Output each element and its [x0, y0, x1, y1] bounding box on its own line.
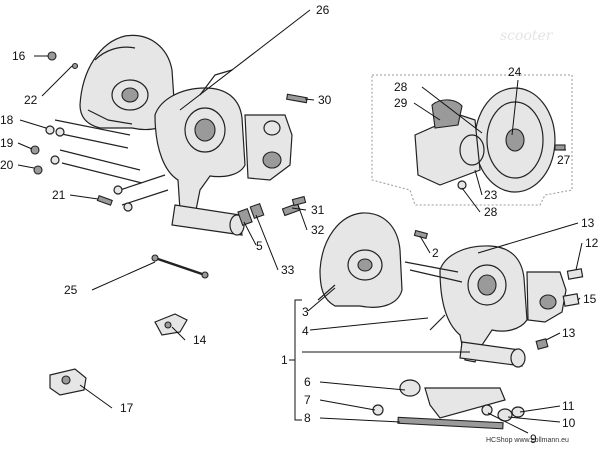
label-23: 23	[484, 188, 498, 202]
label-7: 7	[304, 393, 311, 407]
brake-inset	[371, 74, 573, 206]
crankcase-main	[154, 69, 293, 236]
shop-watermark: HCShop www.collmann.eu	[486, 437, 569, 444]
label-27: 27	[557, 153, 571, 167]
label-8: 8	[304, 411, 311, 425]
part-14-bracket	[154, 313, 188, 336]
ghost-watermark: scooter	[500, 28, 554, 44]
stud-bolts-left	[54, 119, 169, 206]
crankcase-half-left	[79, 34, 176, 131]
label-13-bottom: 13	[562, 326, 576, 340]
label-29: 29	[394, 96, 408, 110]
leader-lines	[17, 9, 583, 434]
label-28-bottom: 28	[484, 205, 498, 219]
label-31: 31	[311, 203, 325, 217]
label-16: 16	[12, 49, 26, 63]
label-28-top: 28	[394, 80, 408, 94]
label-17: 17	[120, 401, 134, 415]
label-21: 21	[52, 188, 66, 202]
part-17-block	[49, 368, 87, 396]
screws-top	[96, 93, 308, 226]
label-32: 32	[311, 223, 325, 237]
label-14: 14	[193, 333, 207, 347]
label-30: 30	[318, 93, 332, 107]
label-33: 33	[281, 263, 295, 277]
rod-part-25	[151, 254, 209, 279]
label-19: 19	[0, 136, 14, 150]
label-4: 4	[302, 324, 309, 338]
label-22: 22	[24, 93, 38, 107]
label-18: 18	[0, 113, 14, 127]
crankcase-half-right	[319, 212, 403, 308]
label-1: 1	[281, 353, 288, 367]
stud-bolts-right	[317, 229, 463, 331]
nuts-washers-left	[30, 51, 133, 212]
callout-labels: 16 22 18 19 20 21 25 26 30 31 32 5 33 14…	[0, 3, 599, 446]
small-parts-right	[535, 268, 584, 350]
label-25: 25	[64, 283, 78, 297]
shaft-parts-bottom	[372, 379, 525, 430]
label-10: 10	[562, 416, 576, 430]
label-6: 6	[304, 375, 311, 389]
crankcase-main-right	[439, 245, 567, 368]
label-9: 9	[530, 432, 537, 446]
label-15: 15	[583, 292, 597, 306]
label-11: 11	[562, 399, 575, 413]
label-3: 3	[302, 305, 309, 319]
label-24: 24	[508, 65, 522, 79]
label-26: 26	[316, 3, 330, 17]
label-12: 12	[585, 236, 599, 250]
label-5: 5	[256, 239, 263, 253]
label-13-top: 13	[581, 216, 595, 230]
label-2: 2	[432, 246, 439, 260]
label-20: 20	[0, 158, 14, 172]
